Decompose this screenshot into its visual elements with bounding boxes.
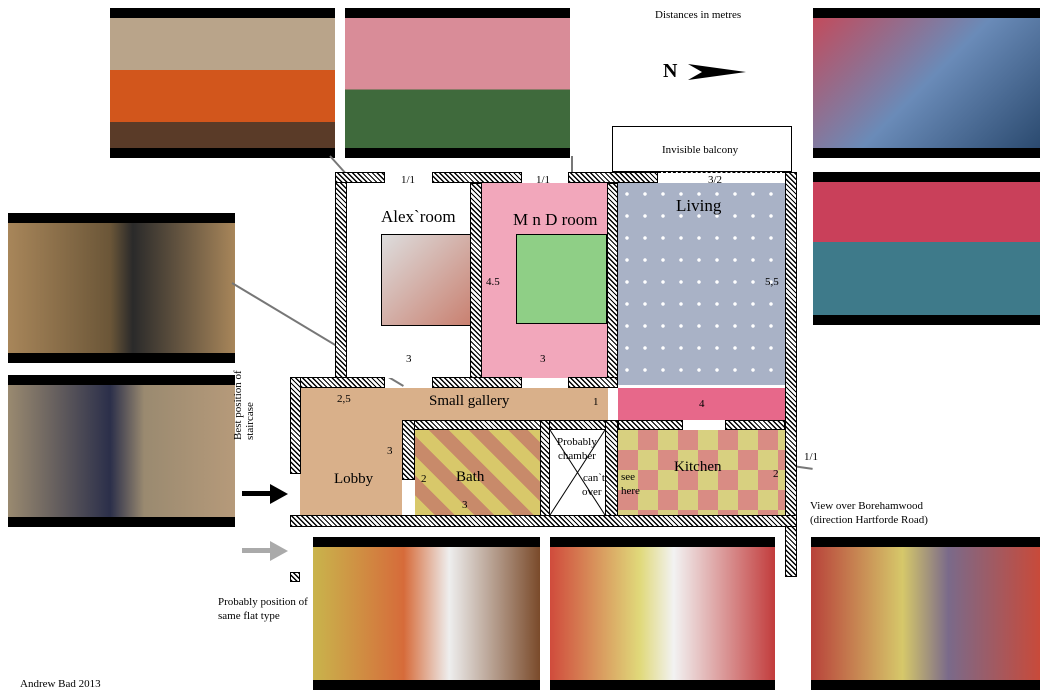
dim-bath-width: 3 bbox=[462, 499, 468, 511]
label-lobby: Lobby bbox=[334, 471, 374, 487]
still-kitchen-2 bbox=[811, 537, 1040, 690]
living-strip bbox=[618, 388, 785, 420]
staircase-note: Best position of staircase bbox=[232, 370, 256, 440]
still-bedroom bbox=[110, 8, 335, 158]
label-mnd-room: M n D room bbox=[513, 210, 598, 229]
wall bbox=[335, 172, 347, 388]
dim-bath-depth: 2 bbox=[421, 473, 427, 485]
wall bbox=[470, 183, 482, 383]
dim-alex-width: 3 bbox=[406, 353, 412, 365]
wall bbox=[290, 377, 385, 388]
wall bbox=[540, 420, 550, 527]
north-label: N bbox=[663, 60, 678, 82]
wall bbox=[568, 377, 618, 388]
wall bbox=[605, 420, 618, 527]
wall bbox=[785, 172, 797, 577]
balcony-box bbox=[612, 126, 792, 172]
wall bbox=[402, 420, 610, 430]
still-mnd-room bbox=[345, 8, 570, 158]
label-living: Living bbox=[676, 196, 722, 215]
dim-alex-window: 1/1 bbox=[401, 174, 416, 186]
label-bath: Bath bbox=[456, 469, 485, 485]
north-arrow-icon bbox=[688, 64, 746, 80]
bed-mnd bbox=[516, 234, 607, 324]
chamber-note: over bbox=[582, 486, 602, 498]
still-living-1 bbox=[813, 8, 1040, 158]
distances-note: Distances in metres bbox=[655, 9, 742, 21]
dim-gallery-lobby: 2,5 bbox=[337, 393, 351, 405]
dim-mnd-depth: 4.5 bbox=[486, 276, 500, 288]
dim-kitchen-depth: 2 bbox=[773, 468, 779, 480]
legend-wall-swatch bbox=[290, 572, 300, 582]
wall bbox=[290, 377, 301, 474]
wall bbox=[432, 172, 522, 183]
view-label: View over Borehamwood bbox=[810, 500, 923, 512]
dim-kitchen-window: 1/1 bbox=[804, 451, 819, 463]
chamber-note: can`t bbox=[583, 472, 605, 484]
chamber-note: Probably bbox=[557, 436, 597, 448]
room-lobby bbox=[300, 420, 402, 515]
dim-living-depth: 5,5 bbox=[765, 276, 779, 288]
same-flat-arrow-icon bbox=[242, 541, 288, 561]
label-kitchen: Kitchen bbox=[674, 459, 722, 475]
room-kitchen bbox=[618, 430, 785, 515]
label-alex-room: Alex`room bbox=[381, 207, 456, 226]
same-flat-note: Probably position of same flat type bbox=[218, 596, 308, 622]
chamber-note: chamber bbox=[558, 450, 596, 462]
chamber-note: here bbox=[621, 485, 640, 497]
still-kitchen-1 bbox=[550, 537, 775, 690]
wall bbox=[618, 420, 683, 430]
dim-living-strip: 4 bbox=[699, 398, 705, 410]
dim-gallery-len: 1 bbox=[593, 396, 599, 408]
dim-living-window: 3/2 bbox=[708, 174, 723, 186]
room-living bbox=[618, 183, 785, 385]
wall bbox=[335, 172, 385, 183]
dim-lobby-depth: 3 bbox=[387, 445, 393, 457]
wall bbox=[568, 172, 658, 183]
wall bbox=[290, 515, 797, 527]
entrance-arrow-icon bbox=[242, 484, 288, 504]
balcony-label: Invisible balcony bbox=[662, 144, 739, 156]
chamber-note: see bbox=[621, 471, 636, 483]
dim-mnd-width: 3 bbox=[540, 353, 546, 365]
bed-alex bbox=[381, 234, 472, 326]
gallery bbox=[300, 388, 608, 420]
credit: Andrew Bad 2013 bbox=[20, 678, 101, 690]
dim-mnd-window: 1/1 bbox=[536, 174, 551, 186]
wall bbox=[725, 420, 785, 430]
wall bbox=[432, 377, 522, 388]
still-bath bbox=[313, 537, 540, 690]
label-gallery: Small gallery bbox=[429, 393, 510, 409]
balcony-dashed-edge bbox=[658, 172, 785, 173]
still-lobby-2 bbox=[8, 375, 235, 527]
still-living-2 bbox=[813, 172, 1040, 325]
wall bbox=[402, 420, 415, 480]
chamber-cross bbox=[550, 430, 605, 515]
wall bbox=[607, 183, 618, 383]
still-lobby-1 bbox=[8, 213, 235, 363]
view-direction: (direction Hartforde Road) bbox=[810, 514, 928, 526]
room-bath bbox=[415, 430, 540, 515]
